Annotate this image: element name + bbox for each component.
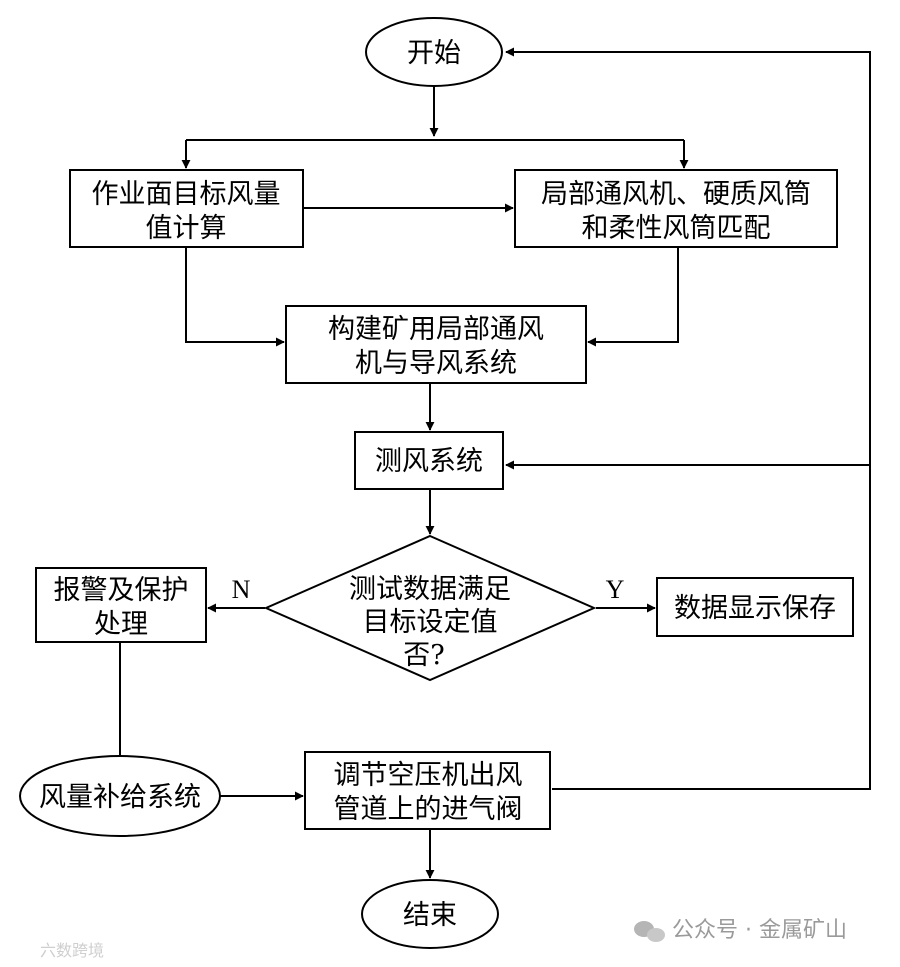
node-end	[361, 879, 499, 949]
edge-adjust-feedback	[505, 47, 871, 790]
node-adjust-line1: 调节空压机出风	[334, 760, 523, 791]
node-start-label: 开始	[407, 38, 461, 69]
node-fan-match	[514, 169, 838, 248]
node-decision	[263, 534, 597, 682]
node-measure-label: 测风系统	[375, 446, 483, 477]
watermark-text: 公众号 · 金属矿山	[672, 918, 847, 943]
node-decision-line2: 目标设定值	[363, 607, 498, 638]
node-start	[365, 17, 503, 87]
label-no: N	[232, 575, 251, 604]
node-display-save-label: 数据显示保存	[674, 593, 836, 624]
node-adjust	[304, 751, 551, 830]
node-measure	[354, 431, 504, 490]
node-build-system-line2: 机与导风系统	[355, 348, 517, 379]
node-alarm-line1: 报警及保护	[54, 575, 189, 606]
edge-target-to-build	[185, 248, 285, 347]
edge-fan-to-build	[587, 248, 679, 347]
node-build-system	[285, 305, 587, 384]
node-decision-line1: 测试数据满足	[349, 574, 511, 605]
node-alarm-line2: 处理	[94, 609, 148, 640]
node-fan-match-line1: 局部通风机、硬质风筒	[541, 179, 811, 210]
node-end-label: 结束	[403, 900, 457, 931]
node-target-calc-line1: 作业面目标风量	[92, 179, 281, 210]
node-target-calc	[69, 169, 304, 248]
node-display-save	[656, 577, 854, 637]
node-supply-label: 风量补给系统	[39, 782, 201, 813]
node-supply	[19, 755, 221, 837]
node-build-system-line1: 构建矿用局部通风	[328, 314, 544, 345]
node-adjust-line2: 管道上的进气阀	[334, 794, 523, 825]
watermark-corner: 六数跨境	[40, 941, 104, 960]
node-alarm	[35, 567, 207, 643]
node-target-calc-line2: 值计算	[146, 213, 227, 244]
node-decision-line3: 否?	[403, 640, 444, 671]
node-fan-match-line2: 和柔性风筒匹配	[582, 213, 771, 244]
label-yes: Y	[606, 575, 625, 604]
wechat-icon	[634, 921, 665, 942]
